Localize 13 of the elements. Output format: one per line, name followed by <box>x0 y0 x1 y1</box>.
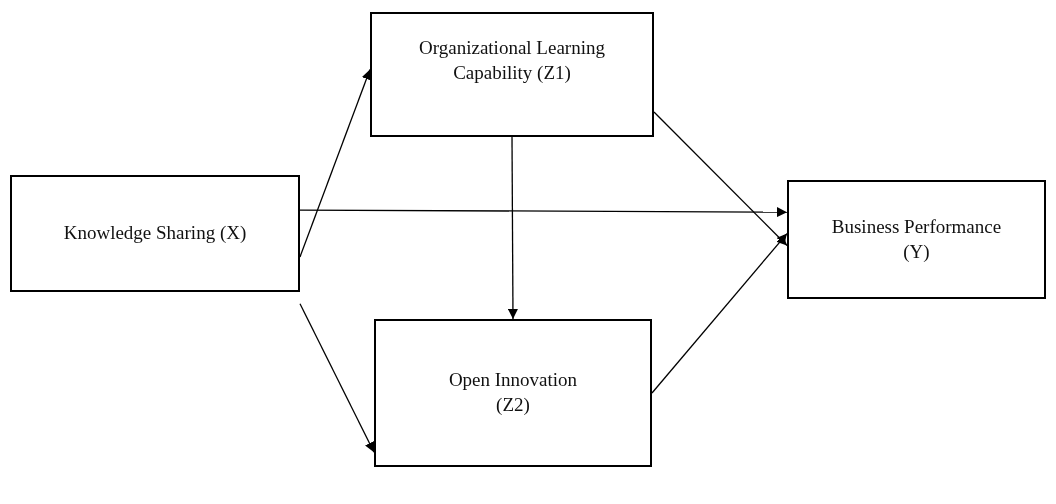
arrow <box>507 136 518 320</box>
construct-box <box>374 319 652 467</box>
construct-box <box>370 12 654 137</box>
construct-label: Business Performance (Y) <box>830 214 1003 264</box>
construct-label: Organizational Learning Capability (Z1) <box>418 36 606 85</box>
arrow <box>299 303 375 453</box>
arrow <box>651 232 788 394</box>
construct-box <box>787 180 1046 299</box>
construct-label: Open Innovation (Z2) <box>447 368 579 417</box>
construct-box <box>10 175 300 292</box>
arrow <box>299 207 788 218</box>
arrow <box>653 111 788 247</box>
construct-label: Knowledge Sharing (X) <box>63 221 247 246</box>
